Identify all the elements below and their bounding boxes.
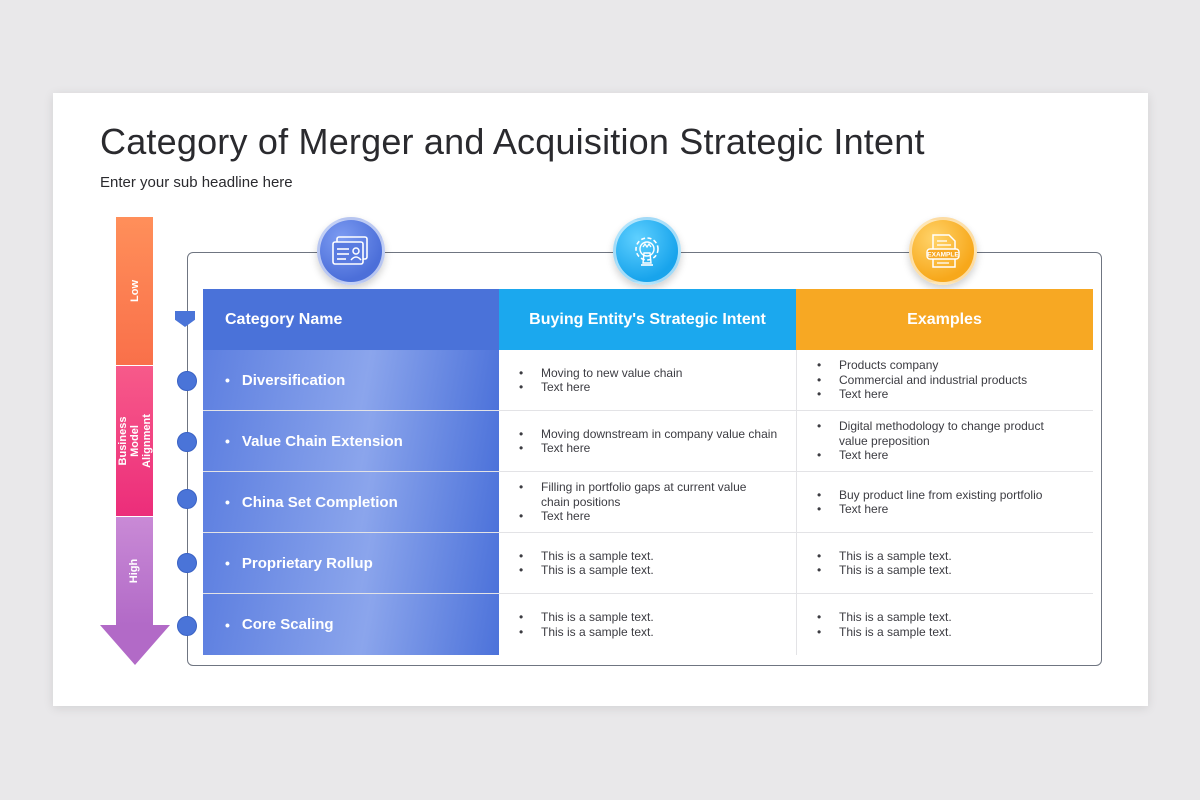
category-name: Diversification	[241, 371, 346, 389]
table-row: • China Set Completion • Filling in portfo…	[203, 472, 1093, 533]
intent-item: This is a sample text.	[541, 548, 654, 563]
timeline-dot	[177, 616, 197, 636]
id-card-icon	[317, 217, 385, 285]
bullet-icon: •	[519, 426, 524, 441]
bullet-icon: •	[817, 624, 822, 639]
bullet-icon: •	[225, 372, 230, 388]
intent-item: Moving to new value chain	[541, 365, 683, 380]
timeline-dot	[177, 432, 197, 452]
examples-cell: • Products company • Commercial and indust…	[796, 350, 1093, 410]
table-row: • Core Scaling • This is a sample text. • T…	[203, 594, 1093, 655]
bullet-icon: •	[817, 387, 822, 402]
category-cell: • Core Scaling	[203, 594, 499, 655]
bullet-icon: •	[519, 365, 524, 380]
examples-cell: • Buy product line from existing portfoli…	[796, 472, 1093, 532]
bullet-icon: •	[817, 448, 822, 463]
example-item: Text here	[839, 387, 889, 402]
category-name: China Set Completion	[241, 493, 398, 511]
bullet-icon: •	[817, 610, 822, 624]
category-cell: • China Set Completion	[203, 472, 499, 532]
timeline-dot	[177, 489, 197, 509]
bullet-icon: •	[817, 563, 822, 577]
intent-item: Moving downstream in company value chain	[541, 426, 778, 441]
bullet-icon: •	[225, 555, 230, 571]
slide: Category of Merger and Acquisition Strat…	[53, 93, 1148, 706]
arrow-segment-high: High	[116, 517, 153, 625]
bullet-icon: •	[817, 358, 822, 373]
example-item: This is a sample text.	[839, 563, 952, 577]
intent-cell: • Filling in portfolio gaps at current va…	[499, 472, 796, 532]
bullet-icon: •	[519, 610, 524, 624]
arrow-label-high: High	[128, 558, 141, 584]
bullet-icon: •	[519, 624, 524, 639]
example-item: Buy product line from existing portfolio	[839, 487, 1043, 502]
arrow-label-alignment: Business Model Alignment	[116, 414, 153, 468]
example-item: This is a sample text.	[839, 624, 952, 639]
svg-text:EXAMPLE: EXAMPLE	[927, 252, 959, 259]
header-examples: Examples	[796, 289, 1093, 350]
category-name: Proprietary Rollup	[241, 554, 373, 572]
intent-item: Filling in portfolio gaps at current val…	[541, 480, 747, 509]
arrow-down-icon	[100, 625, 170, 665]
intent-item: This is a sample text.	[541, 624, 654, 639]
example-item: Text here	[839, 502, 889, 516]
category-cell: • Value Chain Extension	[203, 411, 499, 471]
bullet-icon: •	[519, 480, 524, 495]
example-item: Text here	[839, 448, 889, 463]
strategic-intent-table: Category Name Buying Entity's Strategic …	[203, 289, 1093, 655]
category-name: Value Chain Extension	[241, 432, 403, 450]
bullet-icon: •	[225, 616, 230, 633]
examples-cell: • Digital methodology to change product v…	[796, 411, 1093, 471]
example-document-icon: EXAMPLE	[909, 217, 977, 285]
timeline-marker-icon	[175, 311, 195, 327]
table-header-row: Category Name Buying Entity's Strategic …	[203, 289, 1093, 350]
arrow-segment-low: Low	[116, 217, 153, 365]
header-strategic-intent: Buying Entity's Strategic Intent	[499, 289, 796, 350]
arrow-label-low: Low	[128, 280, 141, 302]
bullet-icon: •	[817, 419, 822, 434]
bullet-icon: •	[817, 502, 822, 516]
bullet-icon: •	[817, 487, 822, 502]
example-item: Digital methodology to change product va…	[839, 419, 1044, 448]
bullet-icon: •	[519, 509, 524, 524]
table-row: • Diversification • Moving to new value ch…	[203, 350, 1093, 411]
page-subtitle: Enter your sub headline here	[100, 174, 293, 191]
category-name: Core Scaling	[241, 616, 334, 633]
bullet-icon: •	[225, 433, 230, 449]
bullet-icon: •	[519, 563, 524, 577]
example-item: Commercial and industrial products	[839, 372, 1028, 387]
category-cell: • Diversification	[203, 350, 499, 410]
examples-cell: • This is a sample text. • This is a sampl…	[796, 533, 1093, 593]
intent-cell: • Moving downstream in company value chai…	[499, 411, 796, 471]
arrow-segment-alignment: Business Model Alignment	[116, 366, 153, 516]
timeline-dot	[177, 371, 197, 391]
timeline-dot	[177, 553, 197, 573]
bullet-icon: •	[817, 548, 822, 563]
page-title: Category of Merger and Acquisition Strat…	[100, 121, 925, 162]
header-category-name: Category Name	[203, 289, 499, 350]
example-item: Products company	[839, 358, 939, 373]
bullet-icon: •	[519, 548, 524, 563]
gear-chess-icon	[613, 217, 681, 285]
category-cell: • Proprietary Rollup	[203, 533, 499, 593]
table-row: • Value Chain Extension • Moving downstrea…	[203, 411, 1093, 472]
intent-cell: • This is a sample text. • This is a sampl…	[499, 533, 796, 593]
intent-cell: • Moving to new value chain • Text here	[499, 350, 796, 410]
bullet-icon: •	[817, 372, 822, 387]
intent-item: This is a sample text.	[541, 563, 654, 577]
intent-item: Text here	[541, 441, 591, 455]
bullet-icon: •	[519, 380, 524, 394]
bullet-icon: •	[519, 441, 524, 455]
intent-cell: • This is a sample text. • This is a sampl…	[499, 594, 796, 655]
example-item: This is a sample text.	[839, 548, 952, 563]
intent-item: Text here	[541, 509, 591, 524]
intent-item: Text here	[541, 380, 591, 394]
examples-cell: • This is a sample text. • This is a sampl…	[796, 594, 1093, 655]
bullet-icon: •	[225, 494, 230, 510]
example-item: This is a sample text.	[839, 610, 952, 624]
table-row: • Proprietary Rollup • This is a sample te…	[203, 533, 1093, 594]
intent-item: This is a sample text.	[541, 610, 654, 624]
